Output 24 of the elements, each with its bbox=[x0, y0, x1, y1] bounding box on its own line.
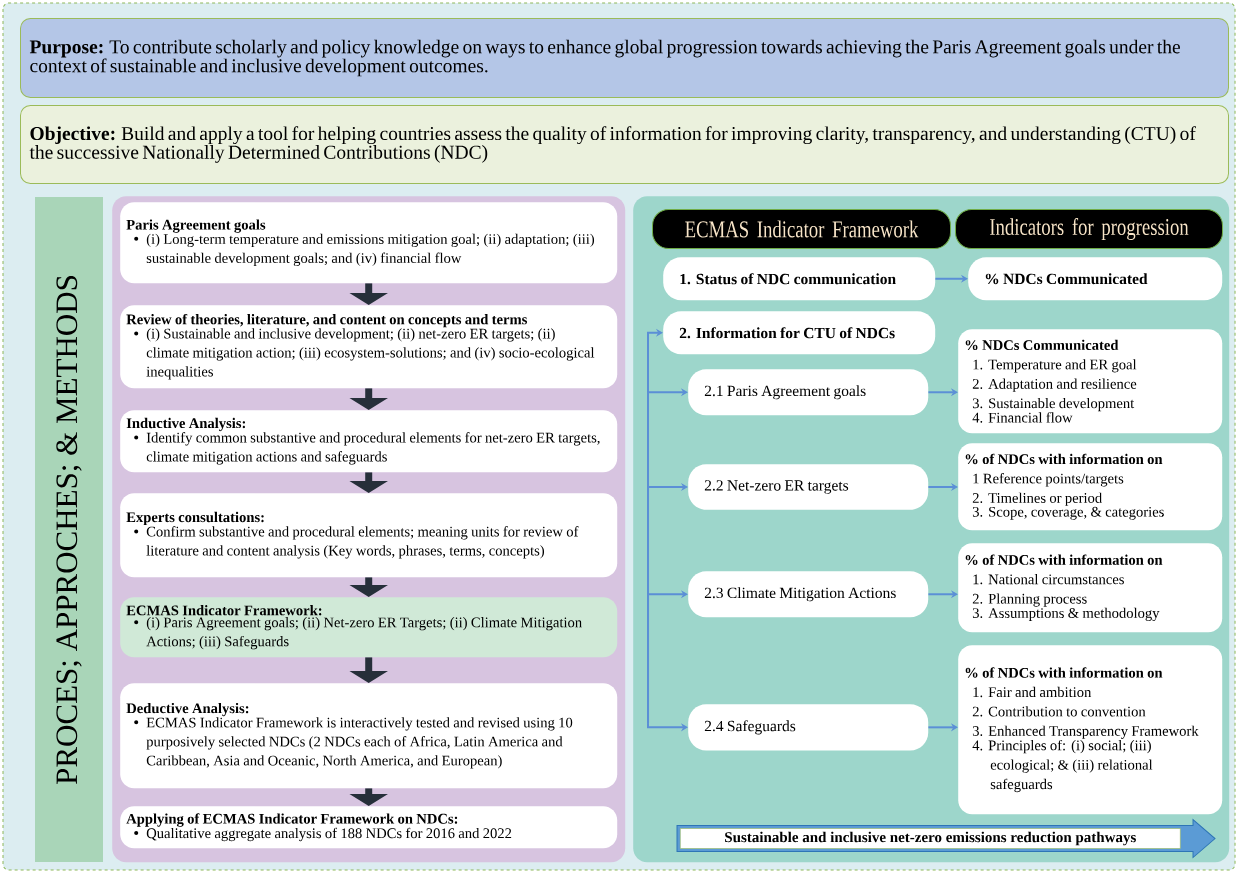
indicator-box: % NDCs Communicated bbox=[968, 257, 1223, 301]
column-header: ECMAS Indicator Framework bbox=[652, 209, 951, 249]
category-box: 2.2 Net-zero ER targets bbox=[688, 464, 929, 510]
indicator-box: % of NDCs with information on 1. National circumstances 2. Planning process 3. Assumptions & methodology bbox=[958, 543, 1223, 633]
category-box: 2.1 Paris Agreement goals bbox=[688, 369, 929, 416]
objective-box: Objective: Build and apply a tool for helping countries assess the quality of information for improving clarity, transparency, and understanding (CTU) of the successive Nationally Determined Contributions (NDC) bbox=[20, 105, 1229, 184]
indicator-box: % of NDCs with information on 1. Fair and ambition 2. Contribution to convention 3. Enhanced Transparency Framework 4. Principles of: (i) social; (iii) ecological; & (iii) relational safeguards bbox=[958, 645, 1223, 815]
category-box: 2.3 Climate Mitigation Actions bbox=[688, 571, 929, 618]
indicator-box: % NDCs Communicated 1. Temperature and ER goal 2. Adaptation and resilience 3. Sustainable development 4. Financial flow bbox=[958, 329, 1223, 434]
category-box: 2.4 Safeguards bbox=[688, 704, 929, 751]
category-box: 2. Information for CTU of NDCs bbox=[663, 311, 936, 355]
indicator-box: % of NDCs with information on 1 Reference points/targets 2. Timelines or period 3. Scope, coverage, & categories bbox=[958, 443, 1223, 531]
category-box: 1. Status of NDC communication bbox=[663, 257, 936, 301]
branch-arrow bbox=[647, 590, 688, 725]
section-band: PROCES; APPROCHES; & METHODS bbox=[35, 197, 103, 862]
step-box: Paris Agreement goals (i) Long-term temperature and emissions mitigation goal; (ii) adaptation; (iii) sustainable development goals; and (iv) financial flow bbox=[120, 202, 618, 284]
step-box: Review of theories, literature, and content on concepts and terms (i) Sustainable and inclusive development; (ii) net-zero ER targets; (ii) climate mitigation action; (iii) ecosystem-solutions; and (iv) socio-ecological inequalities bbox=[120, 305, 618, 389]
purpose-box: Purpose: To contribute scholarly and policy knowledge on ways to enhance global progression towards achieving the Paris Agreement goals under the context of sustainable and inclusive development outcomes. bbox=[20, 18, 1229, 98]
step-box: Experts consultations: Confirm substantive and procedural elements; meaning units for review of literature and content analysis (Key words, phrases, terms, concepts) bbox=[120, 493, 618, 578]
step-box: Applying of ECMAS Indicator Framework on NDCs: Qualitative aggregate analysis of 188 NDCs for 2016 and 2022 bbox=[120, 806, 618, 849]
step-box: Inductive Analysis: Identify common substantive and procedural elements for net-zero ER targets, climate mitigation actions and safeguards bbox=[120, 410, 618, 473]
step-box: ECMAS Indicator Framework: (i) Paris Agreement goals; (ii) Net-zero ER Targets; (ii) Climate Mitigation Actions; (iii) Safeguards bbox=[120, 597, 618, 658]
column-header: Indicators for progression bbox=[955, 209, 1223, 249]
step-box: Deductive Analysis: ECMAS Indicator Framework is interactively tested and revised using 10 purposively selected NDCs (2 NDCs each of Africa, Latin America and Caribbean, Asia and Oceanic, North America, and European) bbox=[120, 683, 618, 789]
